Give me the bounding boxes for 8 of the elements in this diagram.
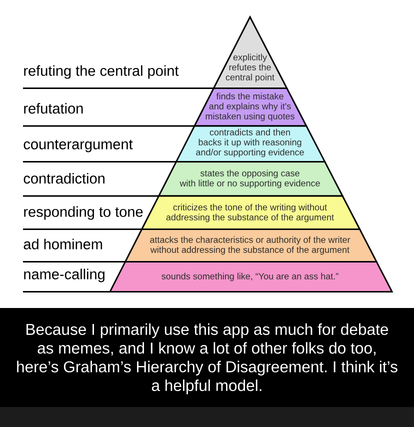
level-label: ad hominem bbox=[24, 238, 102, 250]
level-label: refutation bbox=[24, 102, 83, 114]
level-label: contradiction bbox=[24, 172, 104, 184]
level-label: name-calling bbox=[24, 268, 104, 282]
caption: Because I primarily use this app as much for debate as memes, and I know a lot of other folks do too, here’s Graham’s Hierarchy of Disagreement. I think it’s a helpful model. bbox=[0, 308, 414, 407]
level-label: responding to tone bbox=[24, 206, 143, 220]
level-label: refuting the central point bbox=[24, 65, 179, 79]
level-label: counterargument bbox=[24, 140, 133, 152]
